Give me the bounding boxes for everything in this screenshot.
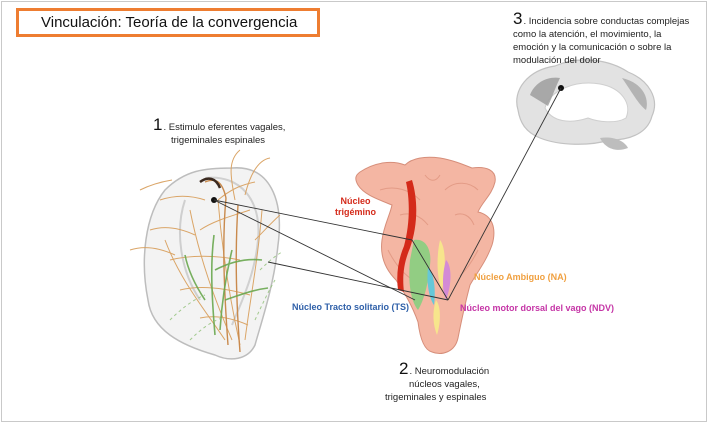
- label-nucleo-trigemino: Núcleo trigémino: [335, 196, 377, 217]
- title-box: Vinculación: Teoría de la convergencia: [16, 8, 320, 37]
- label-nucleo-motor-dorsal-vago: Núcleo motor dorsal del vago (NDV): [460, 303, 615, 313]
- brainstem-illustration: [355, 156, 496, 354]
- ear-illustration: [129, 149, 283, 360]
- step-3-number: 3: [513, 9, 523, 28]
- label-nucleo-ambiguo: Núcleo Ambiguo (NA): [474, 272, 567, 282]
- step-2-text: 2. Neuromodulación núcleos vagales, trig…: [385, 359, 490, 403]
- step-1-number: 1: [153, 115, 163, 134]
- slide-title: Vinculación: Teoría de la convergencia: [41, 14, 298, 31]
- step-2-number: 2: [399, 359, 409, 378]
- connection-lines: [213, 87, 562, 301]
- label-nucleo-tracto-solitario: Núcleo Tracto solitario (TS): [292, 302, 410, 312]
- step-1-text: 1. Estimulo eferentes vagales, trigemina…: [153, 115, 286, 146]
- brain-illustration: [516, 59, 656, 150]
- step-3-text: 3. Incidencia sobre conductas complejas …: [513, 9, 690, 66]
